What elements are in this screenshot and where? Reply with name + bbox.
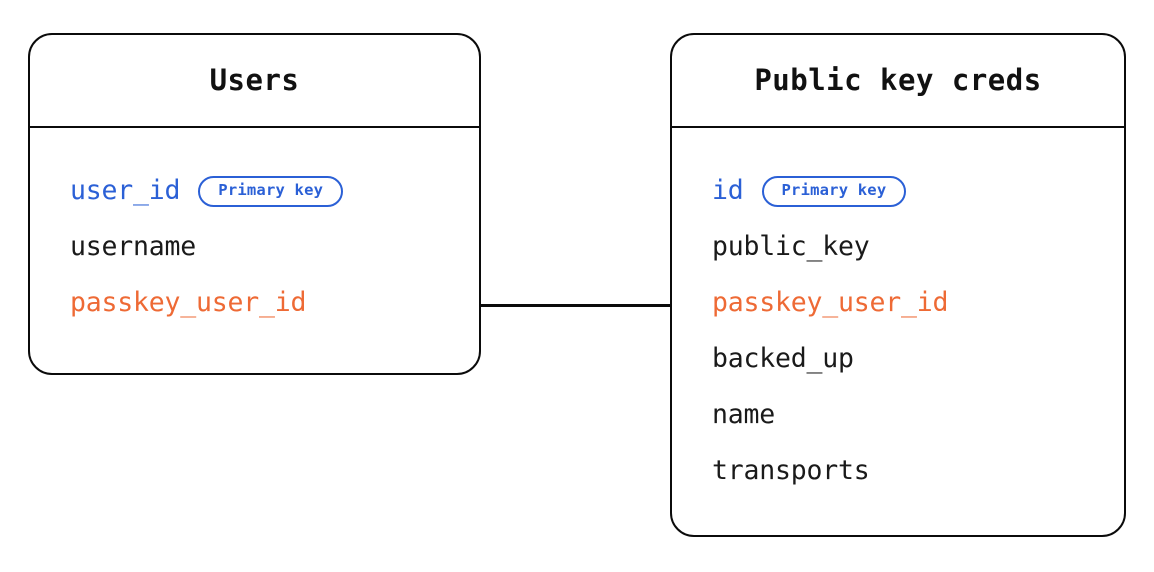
field-name: public_key xyxy=(712,230,870,262)
field-name: passkey_user_id xyxy=(712,286,949,318)
field-name: id xyxy=(712,174,744,206)
entity-field-row[interactable]: user_id Primary key xyxy=(70,163,479,219)
field-name: user_id xyxy=(70,174,181,206)
primary-key-badge: Primary key xyxy=(761,175,907,207)
primary-key-badge: Primary key xyxy=(198,175,344,207)
field-name: transports xyxy=(712,454,870,486)
field-name: passkey_user_id xyxy=(70,286,307,318)
field-name: backed_up xyxy=(712,342,854,374)
field-name: username xyxy=(70,230,197,262)
field-name: name xyxy=(712,398,776,430)
entity-title: Public key creds xyxy=(754,63,1042,97)
entity-field-row[interactable]: passkey_user_id xyxy=(712,275,1124,331)
entity-field-row[interactable]: id Primary key xyxy=(712,163,1124,219)
entity-title: Users xyxy=(209,63,300,97)
entity-field-row[interactable]: passkey_user_id xyxy=(70,275,479,331)
primary-key-badge-label: Primary key xyxy=(781,181,887,200)
entity-header-public-key-creds: Public key creds xyxy=(672,35,1124,128)
entity-field-row[interactable]: public_key xyxy=(712,219,1124,275)
entity-field-row[interactable]: transports xyxy=(712,443,1124,499)
entity-field-row[interactable]: backed_up xyxy=(712,331,1124,387)
primary-key-badge-label: Primary key xyxy=(218,181,324,200)
entity-field-list-users: user_id Primary key username passkey_user_i… xyxy=(30,128,479,331)
entity-header-users: Users xyxy=(30,35,479,128)
relationship-connector xyxy=(479,304,672,307)
entity-field-row[interactable]: username xyxy=(70,219,479,275)
entity-box-users[interactable]: Users user_id Primary key username passkey_u… xyxy=(28,33,481,375)
entity-field-row[interactable]: name xyxy=(712,387,1124,443)
